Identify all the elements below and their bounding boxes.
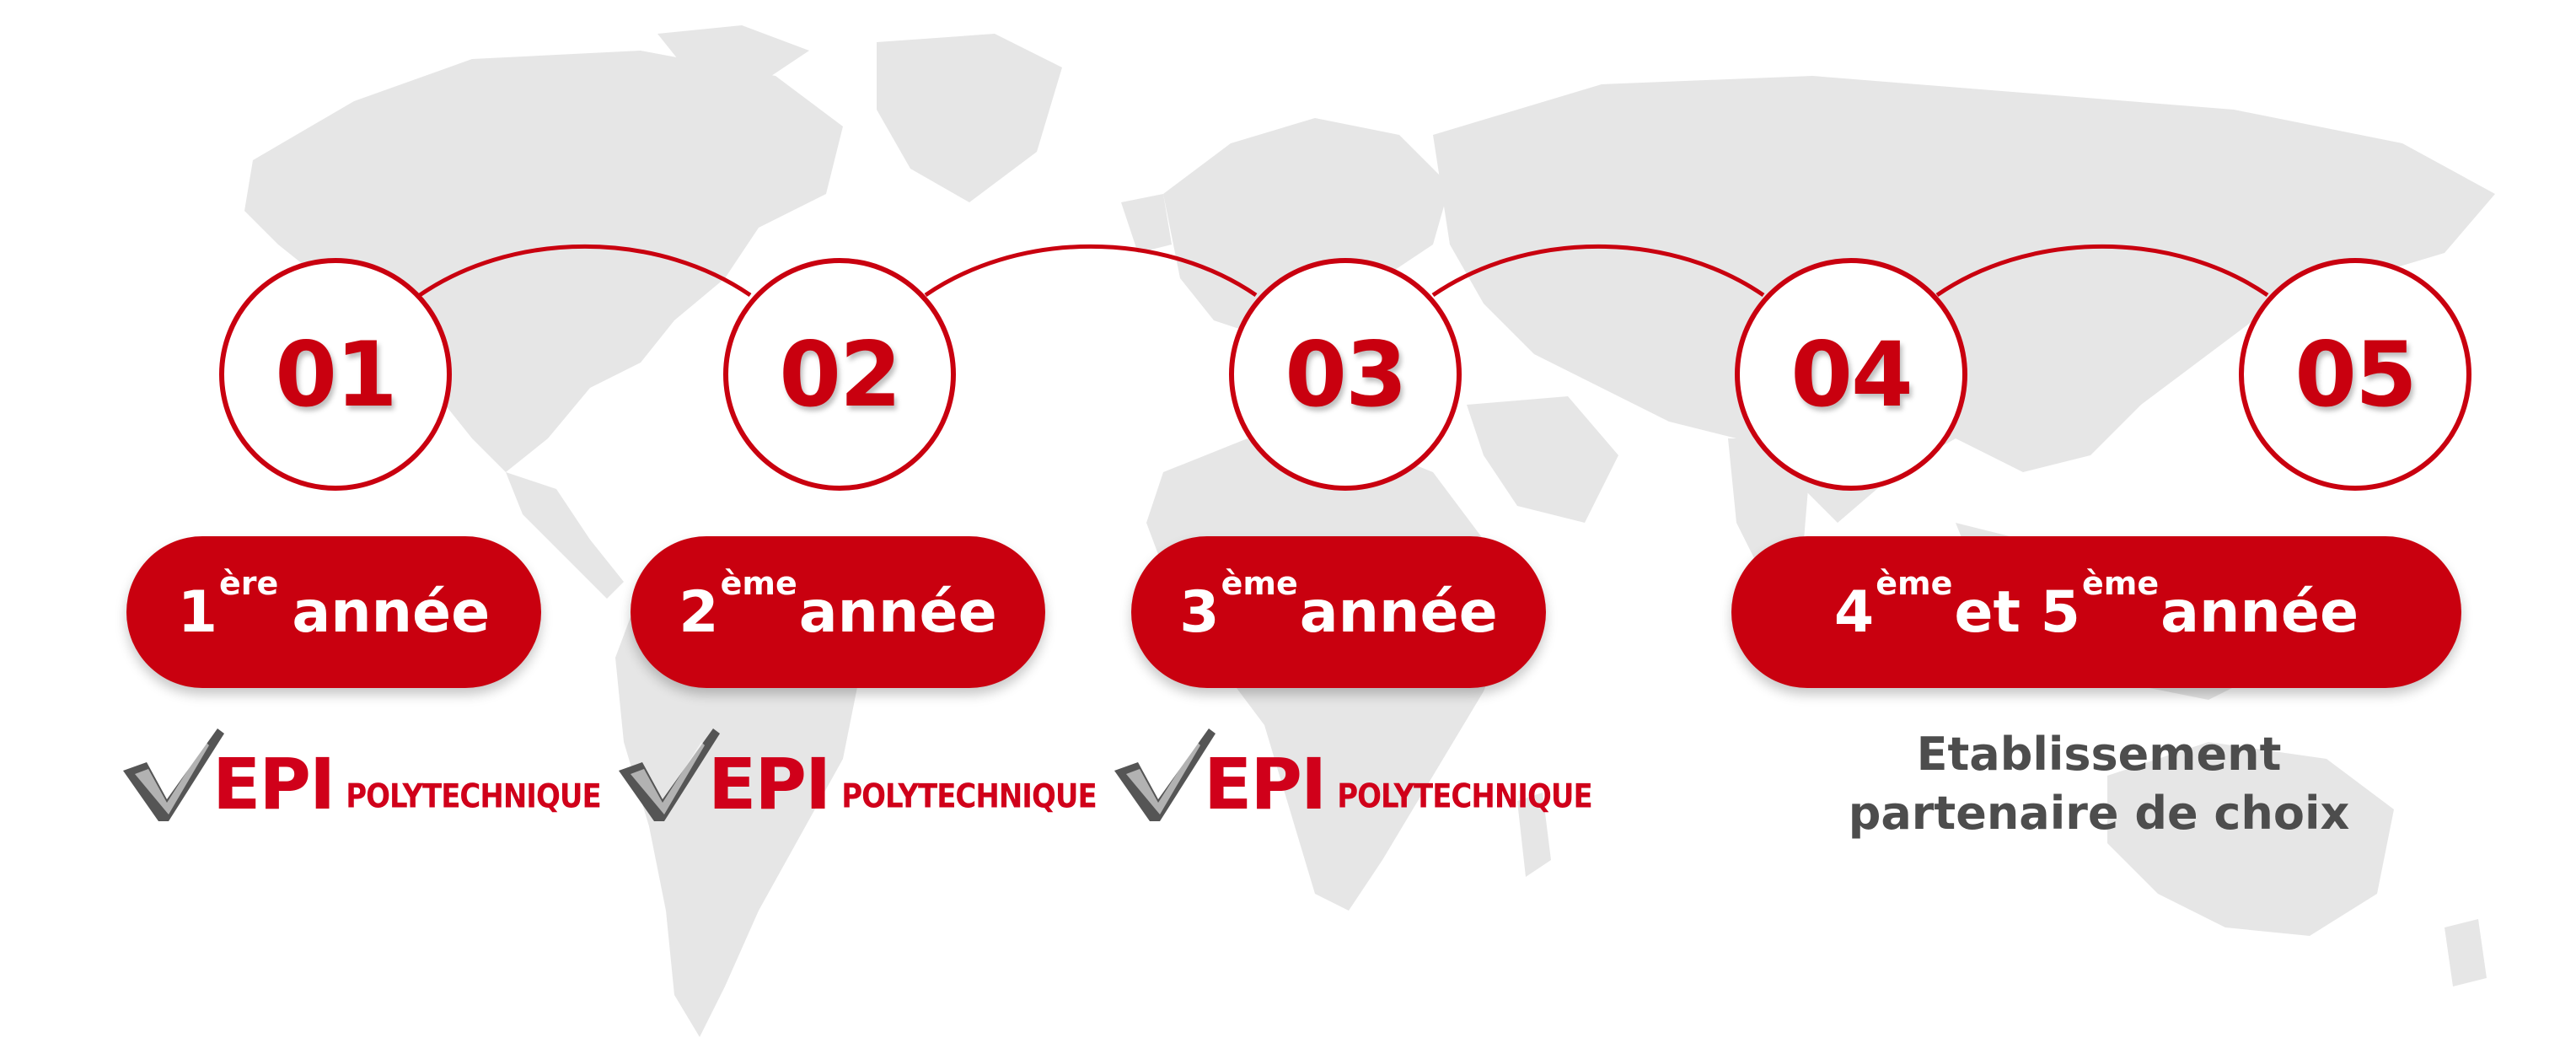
year-suffix: ème: [720, 565, 797, 602]
year-number: 1: [177, 578, 218, 646]
year-number: 3: [1179, 578, 1220, 646]
step-number: 05: [2294, 322, 2418, 427]
checkmark-icon: [619, 728, 720, 821]
epi-polytechnique-logo: EPI POLYTECHNIQUE: [118, 713, 602, 825]
step-number: 02: [779, 322, 902, 427]
partner-line-1: Etablissement: [1916, 728, 2282, 781]
year-suffix: ème: [1221, 565, 1298, 602]
logo-polytechnique-text: POLYTECHNIQUE: [841, 777, 1097, 816]
epi-polytechnique-logo: EPI POLYTECHNIQUE: [1109, 713, 1593, 825]
checkmark-icon: [123, 728, 224, 821]
year-suffix: ère: [219, 565, 279, 602]
step-number: 01: [275, 322, 398, 427]
year-connector: et 5: [1954, 578, 2080, 646]
year-text: année: [798, 578, 997, 646]
year-suffix: ème: [1876, 565, 1953, 602]
logo-epi-text: EPI: [212, 743, 335, 825]
epi-polytechnique-logo: EPI POLYTECHNIQUE: [614, 713, 1097, 823]
year-suffix: ème: [2082, 565, 2160, 602]
step-number: 03: [1285, 322, 1408, 427]
logo-polytechnique-text: POLYTECHNIQUE: [346, 777, 601, 816]
step-circle-02: 02: [723, 258, 956, 491]
partner-line-2: partenaire de choix: [1848, 787, 2350, 840]
logo-epi-text: EPI: [708, 743, 831, 825]
year-number: 4: [1833, 578, 1875, 646]
checkmark-icon: [1114, 728, 1216, 821]
step-number: 04: [1790, 322, 1913, 427]
year-text: année: [292, 578, 491, 646]
year-number: 2: [679, 578, 719, 646]
year-text: année: [2160, 578, 2359, 646]
step-circle-03: 03: [1229, 258, 1462, 491]
step-circle-05: 05: [2239, 258, 2471, 491]
logo-epi-text: EPI: [1204, 743, 1327, 825]
step-circle-04: 04: [1735, 258, 1967, 491]
step-circle-01: 01: [219, 258, 452, 491]
partner-caption: Etablissement partenaire de choix: [1736, 725, 2461, 843]
year-text: année: [1299, 578, 1498, 646]
logo-polytechnique-text: POLYTECHNIQUE: [1337, 777, 1592, 816]
